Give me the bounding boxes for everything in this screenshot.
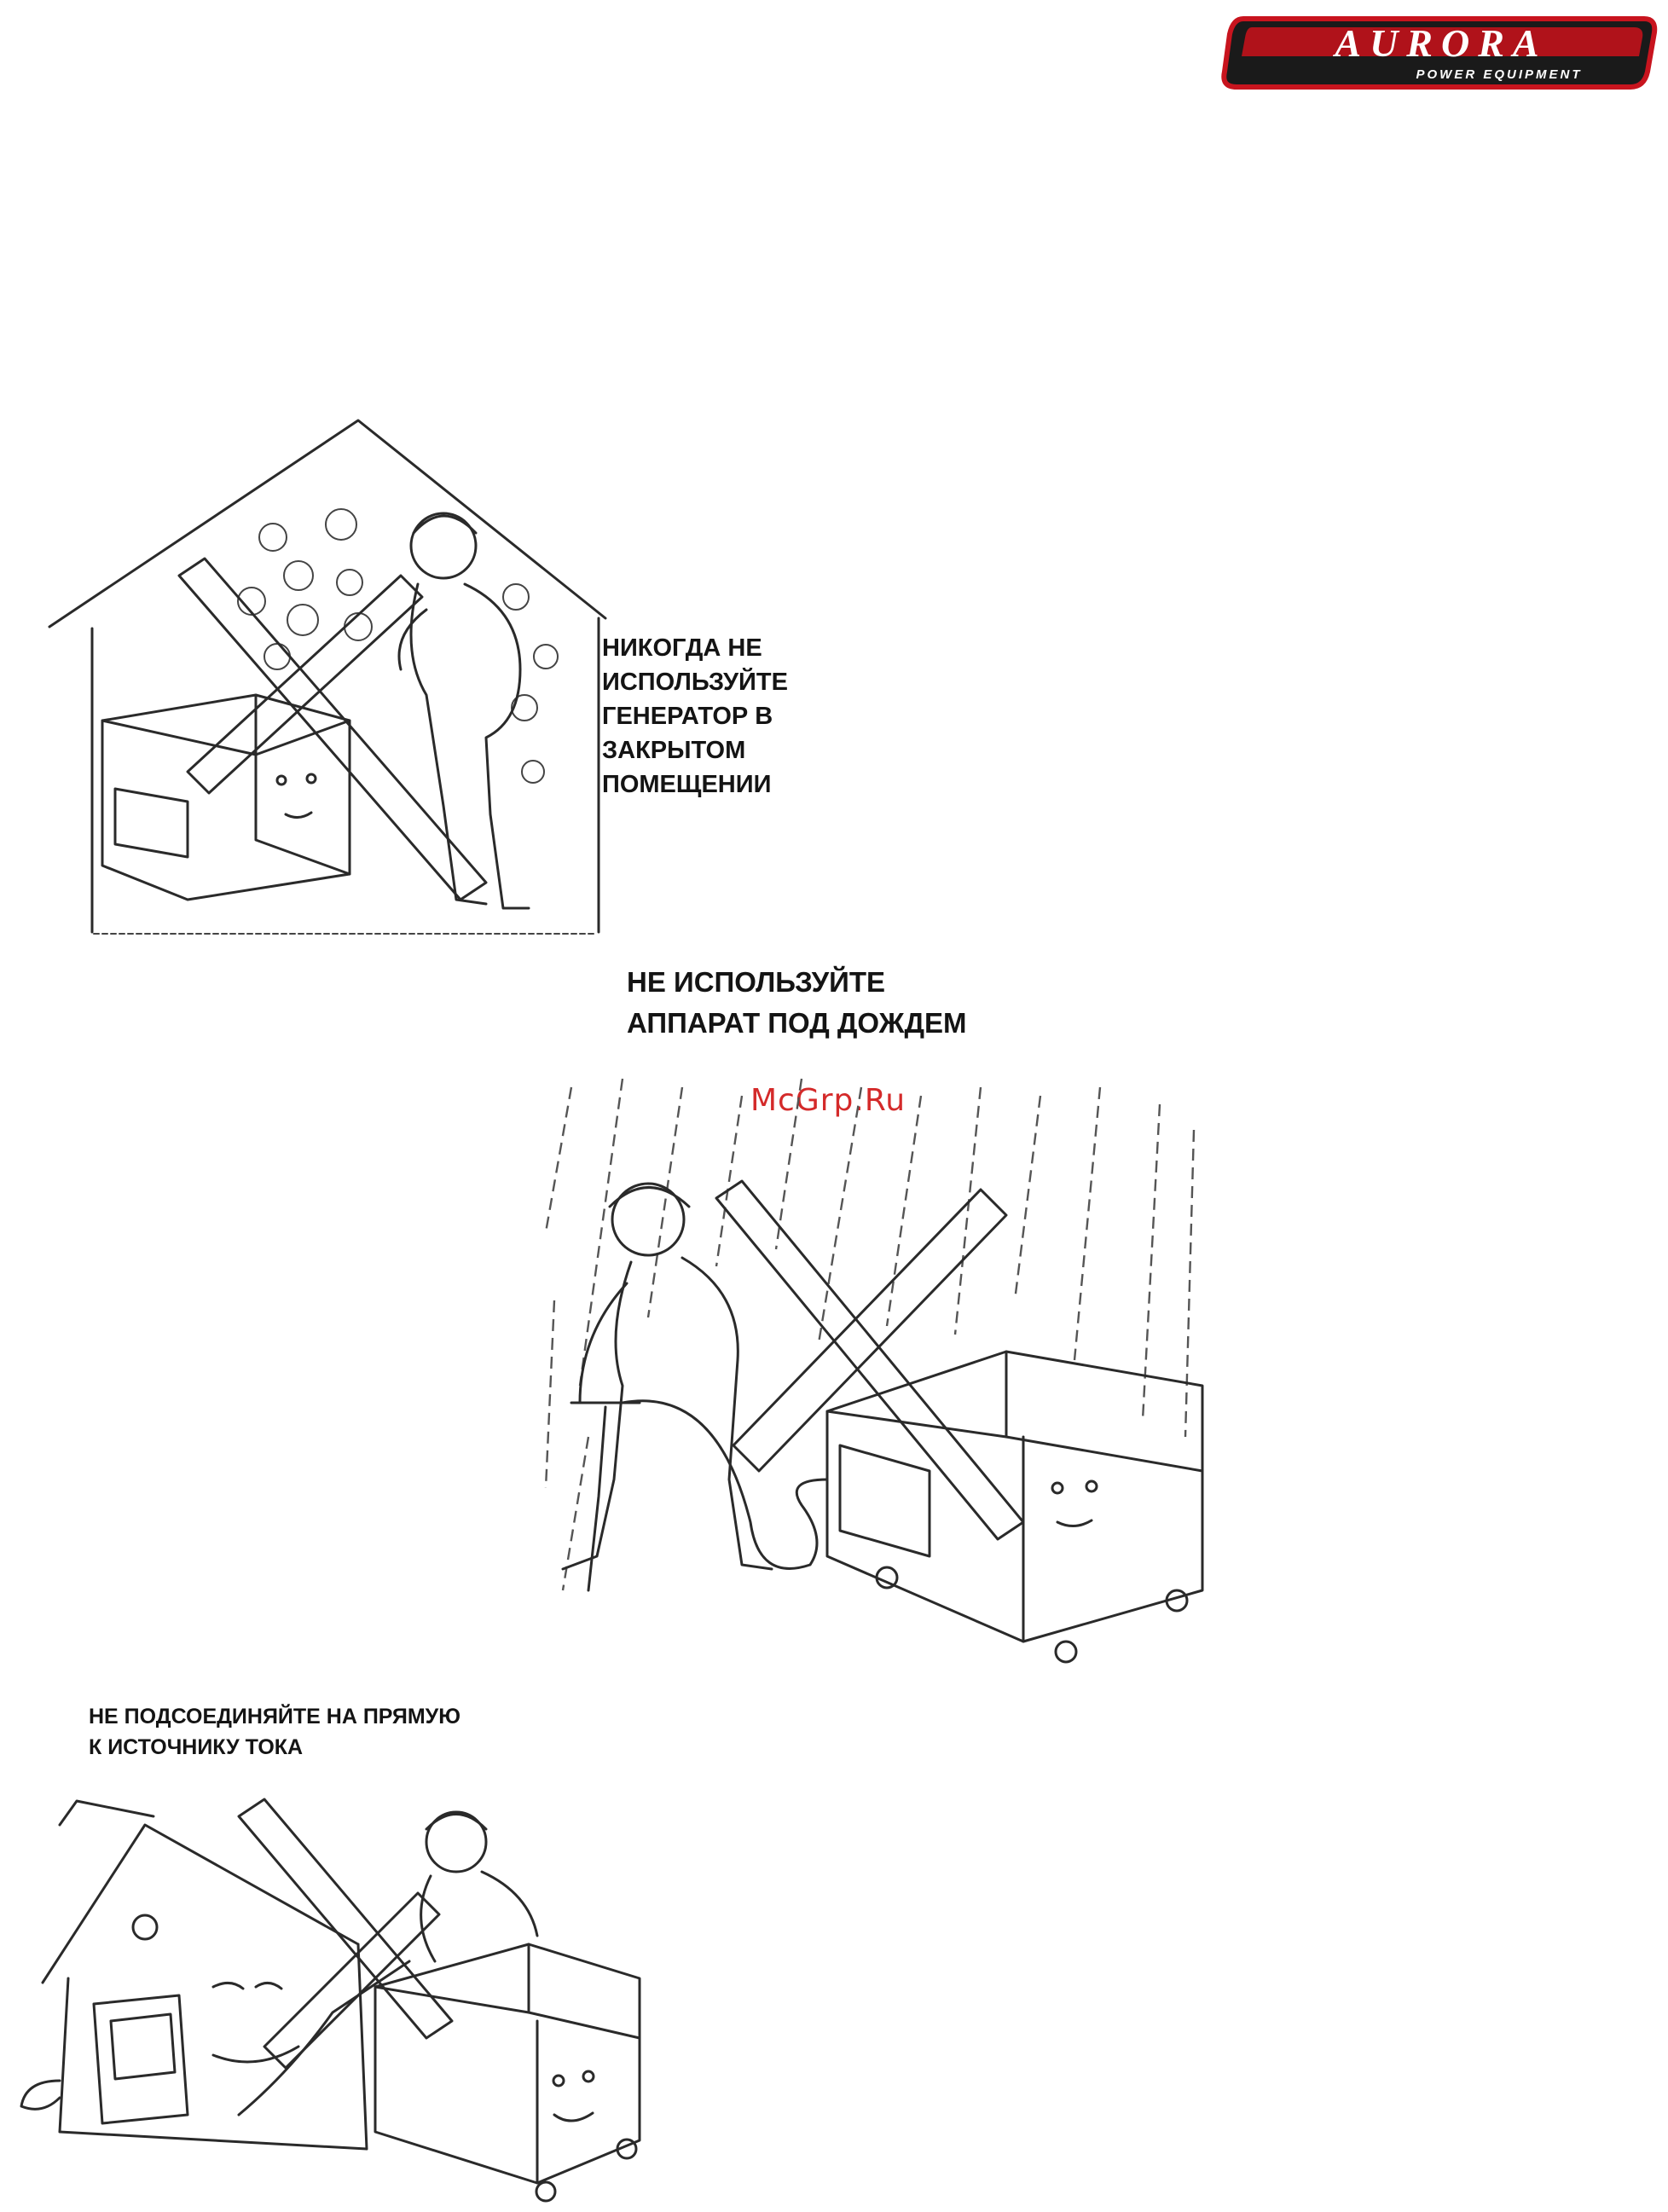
rain-generator-illustration — [546, 1079, 1211, 1676]
warning-line: ЗАКРЫТОМ — [602, 733, 788, 767]
svg-text:POWER EQUIPMENT: POWER EQUIPMENT — [1416, 67, 1582, 82]
warning-line: ИСПОЛЬЗУЙТЕ — [602, 665, 788, 699]
warning-line: АППАРАТ ПОД ДОЖДЕМ — [627, 1003, 967, 1044]
warning-line: НИКОГДА НЕ — [602, 631, 788, 665]
indoor-generator-illustration — [43, 414, 605, 942]
direct-connection-illustration — [9, 1791, 665, 2209]
warning-line: ПОМЕЩЕНИИ — [602, 767, 788, 802]
warning-line: НЕ ИСПОЛЬЗУЙТЕ — [627, 962, 967, 1003]
warning-line: ГЕНЕРАТОР В — [602, 699, 788, 733]
aurora-logo: AURORA POWER EQUIPMENT — [1218, 12, 1659, 92]
warning-indoor-text: НИКОГДА НЕ ИСПОЛЬЗУЙТЕ ГЕНЕРАТОР В ЗАКРЫ… — [602, 631, 788, 802]
warning-line: К ИСТОЧНИКУ ТОКА — [89, 1732, 460, 1763]
warning-rain-text: НЕ ИСПОЛЬЗУЙТЕ АППАРАТ ПОД ДОЖДЕМ — [627, 962, 967, 1044]
warning-line: НЕ ПОДСОЕДИНЯЙТЕ НА ПРЯМУЮ — [89, 1701, 460, 1732]
svg-text:AURORA: AURORA — [1332, 21, 1547, 65]
warning-direct-connect-text: НЕ ПОДСОЕДИНЯЙТЕ НА ПРЯМУЮ К ИСТОЧНИКУ Т… — [89, 1701, 460, 1763]
